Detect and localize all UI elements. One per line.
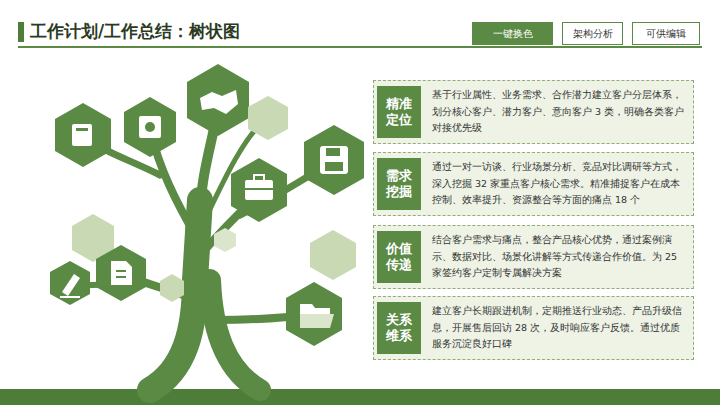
description-box: 通过一对一访谈、行业场景分析、竞品对比调研等方式，深入挖掘 32 家重点客户核心… (373, 152, 694, 216)
label-text: 需求挖掘 (385, 168, 412, 201)
description-text: 通过一对一访谈、行业场景分析、竞品对比调研等方式，深入挖掘 32 家重点客户核心… (432, 159, 685, 209)
label-text: 一键换色 (493, 27, 533, 41)
label-text: 可供编辑 (646, 27, 686, 41)
label-text: 精准定位 (385, 96, 412, 129)
stage-label: 精准定位 (377, 86, 421, 138)
description-text: 基于行业属性、业务需求、合作潜力建立客户分层体系，划分核心客户、潜力客户、意向客… (432, 87, 685, 137)
tree-trunk (72, 110, 332, 390)
label-text: 架构分析 (573, 27, 613, 41)
bottom-band (0, 389, 720, 405)
description-text: 结合客户需求与痛点，整合产品核心优势，通过案例演示、数据对比、场景化讲解等方式传… (432, 232, 685, 282)
hexagons (50, 64, 364, 346)
stage-label: 需求挖掘 (377, 158, 421, 210)
label-text: 关系维系 (385, 312, 412, 345)
description-text: 建立客户长期跟进机制，定期推送行业动态、产品升级信息，开展售后回访 28 次，及… (432, 303, 685, 353)
title-rule (18, 46, 702, 48)
page-title: 工作计划/工作总结：树状图 (30, 20, 240, 43)
stage-label: 价值传递 (377, 231, 421, 283)
description-box: 结合客户需求与痛点，整合产品核心优势，通过案例演示、数据对比、场景化讲解等方式传… (373, 225, 694, 289)
title-marker (18, 22, 24, 42)
action-button: 一键换色 (472, 22, 553, 45)
icons (60, 90, 348, 328)
action-button: 架构分析 (562, 22, 623, 45)
stage-label: 关系维系 (377, 302, 421, 354)
description-box: 基于行业属性、业务需求、合作潜力建立客户分层体系，划分核心客户、潜力客户、意向客… (373, 80, 694, 144)
action-button: 可供编辑 (632, 22, 700, 45)
label-text: 价值传递 (385, 241, 412, 274)
description-box: 建立客户长期跟进机制，定期推送行业动态、产品升级信息，开展售后回访 28 次，及… (373, 296, 694, 360)
